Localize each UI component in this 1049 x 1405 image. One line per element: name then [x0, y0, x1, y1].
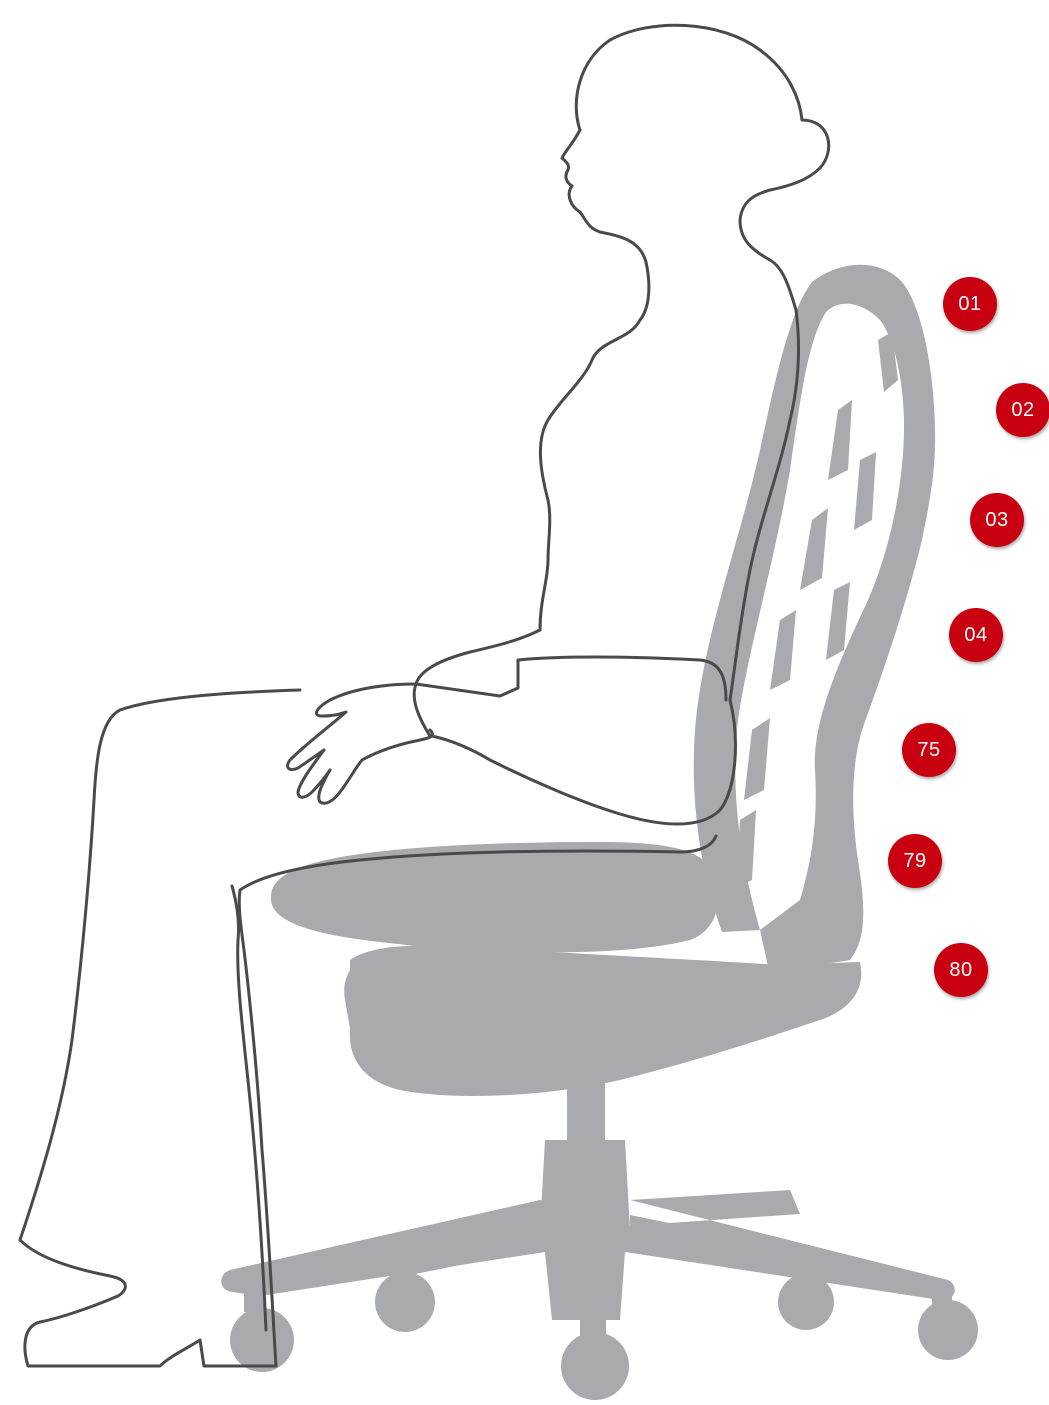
marker-label: 75	[917, 740, 940, 760]
chair-back-slat	[736, 810, 756, 888]
chair-seat	[271, 842, 718, 952]
chair-caster-stem	[244, 1290, 264, 1312]
marker-label: 01	[958, 294, 981, 314]
chair-back-slat	[828, 400, 852, 480]
marker-label: 80	[949, 960, 972, 980]
marker-02[interactable]: 02	[996, 383, 1049, 437]
chair-back-slat	[744, 718, 770, 800]
marker-03[interactable]: 03	[970, 493, 1024, 547]
marker-label: 79	[903, 851, 926, 871]
chair-caster	[778, 1274, 834, 1330]
head-outline	[562, 25, 829, 320]
marker-01[interactable]: 01	[943, 277, 997, 331]
office-chair-icon	[221, 265, 978, 1400]
chair-cylinder	[567, 1080, 605, 1150]
chair-caster	[230, 1308, 294, 1372]
marker-label: 03	[985, 510, 1008, 530]
chair-back-slat	[800, 508, 828, 590]
chair-caster-stem	[932, 1290, 952, 1310]
marker-label: 04	[964, 625, 987, 645]
arm-outline	[414, 630, 726, 736]
chair-back-slat	[854, 452, 876, 530]
chair-caster	[375, 1272, 435, 1332]
chair-knob	[432, 988, 508, 1044]
marker-79[interactable]: 79	[888, 834, 942, 888]
marker-04[interactable]: 04	[949, 608, 1003, 662]
chair-back-slat	[770, 610, 796, 690]
chair-caster-stem	[580, 1318, 606, 1338]
hands-outline	[288, 684, 433, 803]
marker-label: 02	[1011, 400, 1034, 420]
marker-80[interactable]: 80	[934, 943, 988, 997]
chair-caster	[561, 1332, 629, 1400]
marker-75[interactable]: 75	[902, 723, 956, 777]
